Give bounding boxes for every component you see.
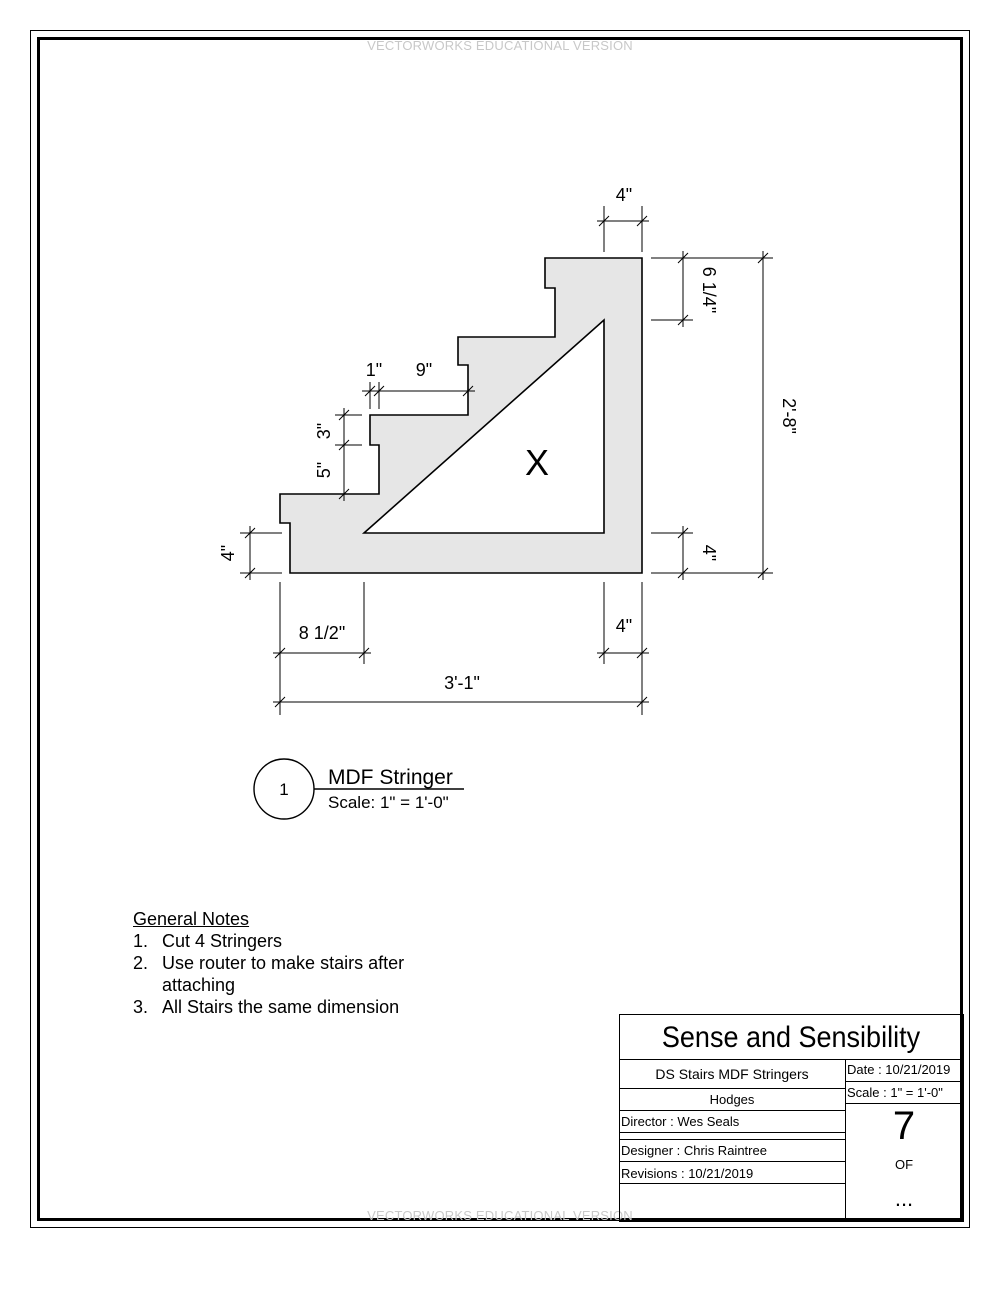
- dim-bottom-right-width: 4": [616, 616, 632, 636]
- dim-nosing: 1": [366, 360, 382, 380]
- dim-total-width: 3'-1": [444, 673, 480, 693]
- dim-riser-upper: 3": [314, 423, 334, 439]
- sheet-inner-border: [37, 37, 963, 1221]
- notes-list: 1. Cut 4 Stringers 2. Use router to make s…: [133, 930, 442, 1018]
- center-mark: X: [525, 442, 549, 483]
- note-number: 1.: [133, 931, 149, 951]
- dim-total-height: 2'-8": [779, 398, 799, 434]
- detail-scale: Scale: 1" = 1'-0": [328, 793, 449, 812]
- revisions-field: Revisions : 10/21/2019: [621, 1166, 754, 1181]
- dim-top-width: 4": [616, 185, 632, 205]
- sheet-number: 7: [892, 1104, 916, 1148]
- detail-number: 1: [279, 780, 288, 799]
- dim-top-step: 6 1/4": [699, 267, 719, 313]
- sheet-total: ...: [894, 1186, 914, 1211]
- date-field: Date : 10/21/2019: [847, 1062, 951, 1077]
- sheet-title: DS Stairs MDF Stringers: [655, 1066, 809, 1082]
- notes-title: General Notes: [133, 909, 250, 929]
- note-text: Cut 4 Stringers: [162, 931, 283, 951]
- dim-left-height: 4": [218, 545, 238, 561]
- production-title: Sense and Sensibility: [661, 1021, 921, 1054]
- dim-tread: 9": [416, 360, 432, 380]
- sheet-outer-border: [30, 30, 970, 1228]
- note-item: 1. Cut 4 Stringers: [133, 930, 442, 952]
- dim-bottom-left-width: 8 1/2": [299, 623, 345, 643]
- designer-field: Designer : Chris Raintree: [621, 1143, 767, 1158]
- note-item: 3. All Stairs the same dimension: [133, 996, 442, 1018]
- title-block: Sense and Sensibility DS Stairs MDF Stri…: [619, 1014, 963, 1221]
- note-number: 2.: [133, 953, 149, 973]
- sheet-of-label: OF: [894, 1157, 914, 1172]
- note-item: 2. Use router to make stairs after attach…: [133, 952, 442, 996]
- note-text: All Stairs the same dimension: [162, 997, 400, 1017]
- dim-riser-lower: 5": [314, 462, 334, 478]
- watermark-bottom: VECTORWORKS EDUCATIONAL VERSION: [367, 1208, 633, 1223]
- stringer-cutout: [361, 318, 605, 534]
- watermark-top: VECTORWORKS EDUCATIONAL VERSION: [367, 38, 633, 53]
- dim-bottom-right-height: 4": [699, 545, 719, 561]
- note-text: Use router to make stairs after attachin…: [162, 953, 405, 995]
- general-notes: General Notes 1. Cut 4 Stringers 2. Use ro…: [133, 908, 442, 1018]
- name-field: Hodges: [709, 1092, 755, 1107]
- detail-title: MDF Stringer: [328, 766, 453, 789]
- note-number: 3.: [133, 997, 149, 1017]
- director-field: Director : Wes Seals: [621, 1114, 740, 1129]
- scale-field: Scale : 1" = 1'-0": [847, 1085, 943, 1100]
